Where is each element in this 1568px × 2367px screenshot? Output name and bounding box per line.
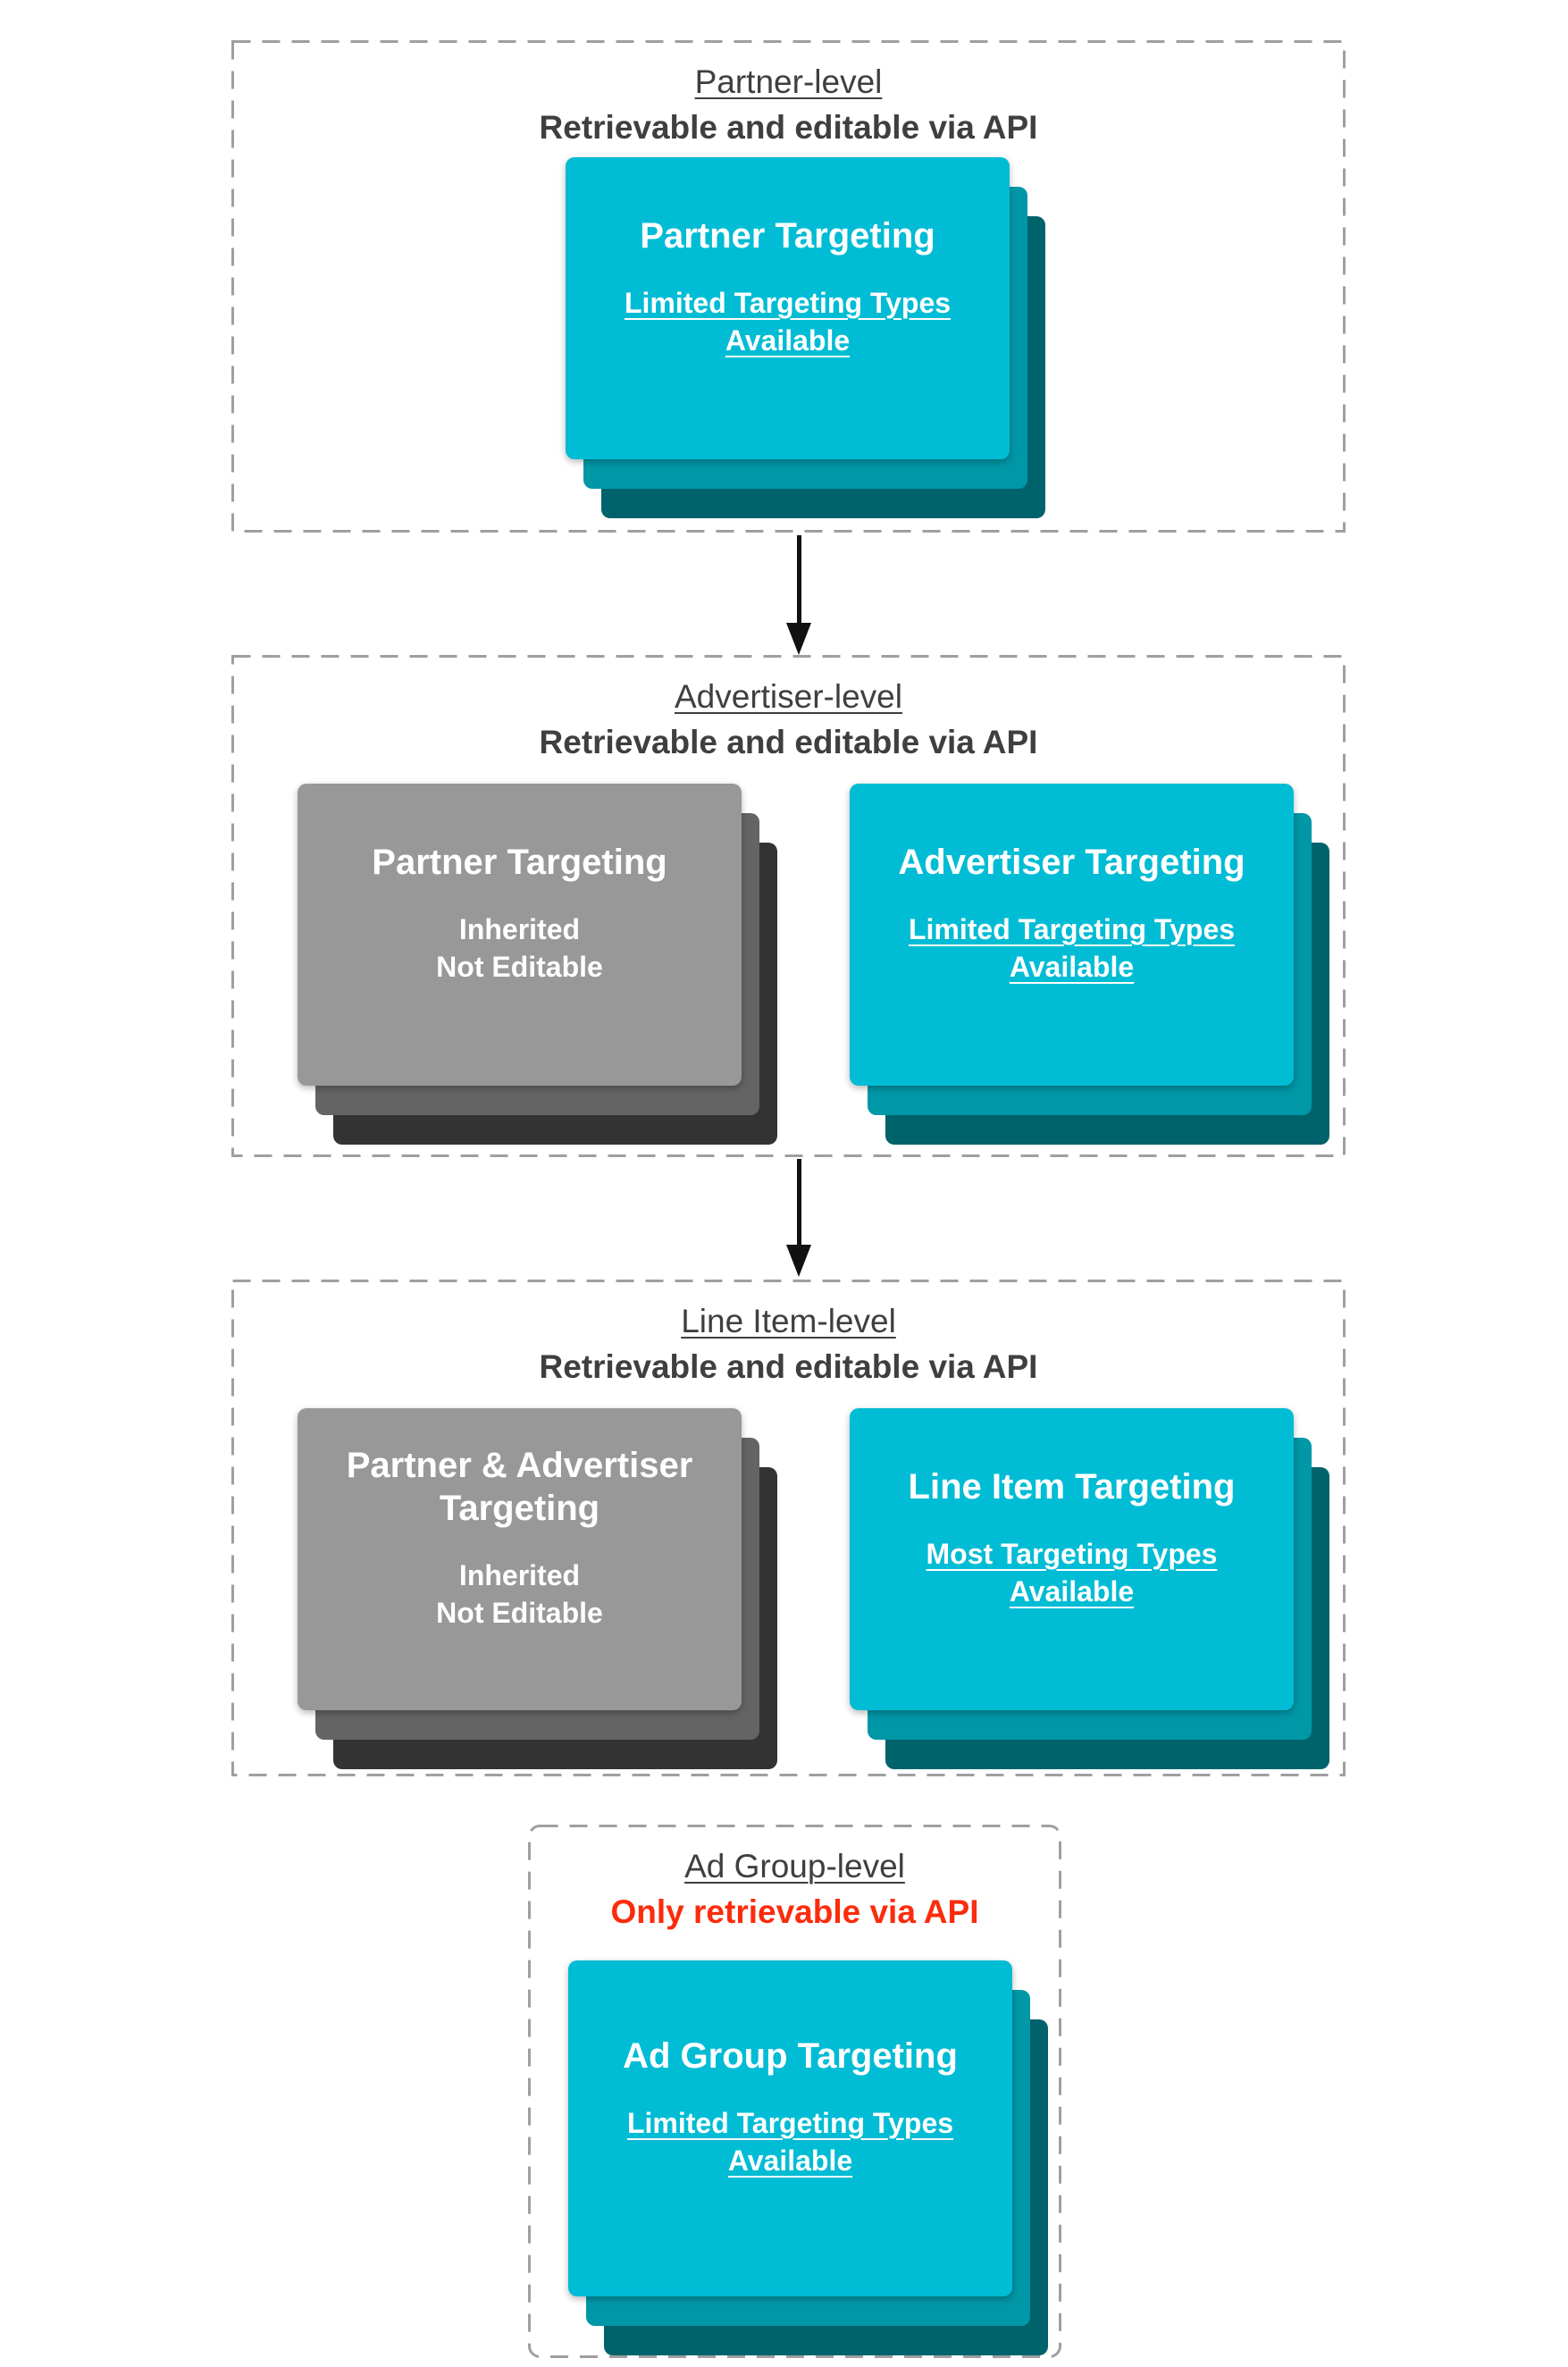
- section-subtitle: Retrievable and editable via API: [539, 1348, 1038, 1386]
- ad-group-level-section: Ad Group-level Only retrievable via API …: [528, 1825, 1061, 2358]
- section-subtitle: Retrievable and editable via API: [539, 724, 1038, 761]
- section-header: Partner-level Retrievable and editable v…: [231, 40, 1346, 149]
- partner-targeting-card: Partner Targeting Limited Targeting Type…: [566, 157, 1010, 459]
- section-title: Advertiser-level: [675, 678, 902, 715]
- card-title: Partner Targeting: [372, 842, 667, 882]
- card-subtitle: Limited Targeting Types Available: [624, 286, 952, 357]
- ad-group-targeting-card: Ad Group Targeting Limited Targeting Typ…: [568, 1960, 1012, 2296]
- section-title: Line Item-level: [681, 1303, 896, 1339]
- card-subtitle: Limited Targeting Types Available: [626, 2106, 954, 2177]
- card-subtitle: Limited Targeting Types Available: [908, 912, 1236, 983]
- card-title: Ad Group Targeting: [623, 2035, 958, 2076]
- section-subtitle: Retrievable and editable via API: [539, 109, 1038, 147]
- section-title: Partner-level: [694, 63, 883, 100]
- ad-group-targeting-card-stack: Ad Group Targeting Limited Targeting Typ…: [568, 1960, 1048, 2355]
- partner-targeting-card-stack: Partner Targeting Limited Targeting Type…: [566, 157, 1045, 518]
- card-title: Partner Targeting: [640, 215, 935, 256]
- section-header: Line Item-level Retrievable and editable…: [231, 1280, 1346, 1389]
- card-title: Advertiser Targeting: [898, 842, 1245, 882]
- flow-arrow-down-2: [786, 1159, 812, 1279]
- section-header: Ad Group-level Only retrievable via API: [528, 1825, 1061, 1934]
- card-subtitle: Most Targeting Types Available: [926, 1537, 1218, 1607]
- advertiser-targeting-card: Advertiser Targeting Limited Targeting T…: [850, 784, 1294, 1086]
- card-title: Partner & Advertiser Targeting: [346, 1445, 693, 1528]
- inherited-partner-advertiser-targeting-card-stack: Partner & Advertiser Targeting Inherited…: [298, 1408, 777, 1769]
- section-title: Ad Group-level: [684, 1848, 905, 1884]
- inherited-partner-advertiser-targeting-card: Partner & Advertiser Targeting Inherited…: [298, 1408, 742, 1710]
- inherited-partner-targeting-card-stack: Partner Targeting Inherited Not Editable: [298, 784, 777, 1145]
- line-item-targeting-card: Line Item Targeting Most Targeting Types…: [850, 1408, 1294, 1710]
- card-title: Line Item Targeting: [908, 1466, 1236, 1507]
- advertiser-targeting-card-stack: Advertiser Targeting Limited Targeting T…: [850, 784, 1329, 1145]
- partner-level-section: Partner-level Retrievable and editable v…: [231, 40, 1346, 533]
- inherited-partner-targeting-card: Partner Targeting Inherited Not Editable: [298, 784, 742, 1086]
- line-item-level-section: Line Item-level Retrievable and editable…: [231, 1280, 1346, 1776]
- line-item-targeting-card-stack: Line Item Targeting Most Targeting Types…: [850, 1408, 1329, 1769]
- flow-arrow-down-1: [786, 535, 812, 657]
- card-subtitle: Inherited Not Editable: [436, 912, 603, 983]
- advertiser-level-section: Advertiser-level Retrievable and editabl…: [231, 655, 1346, 1157]
- card-subtitle: Inherited Not Editable: [436, 1558, 603, 1629]
- section-header: Advertiser-level Retrievable and editabl…: [231, 655, 1346, 764]
- section-subtitle: Only retrievable via API: [610, 1893, 979, 1931]
